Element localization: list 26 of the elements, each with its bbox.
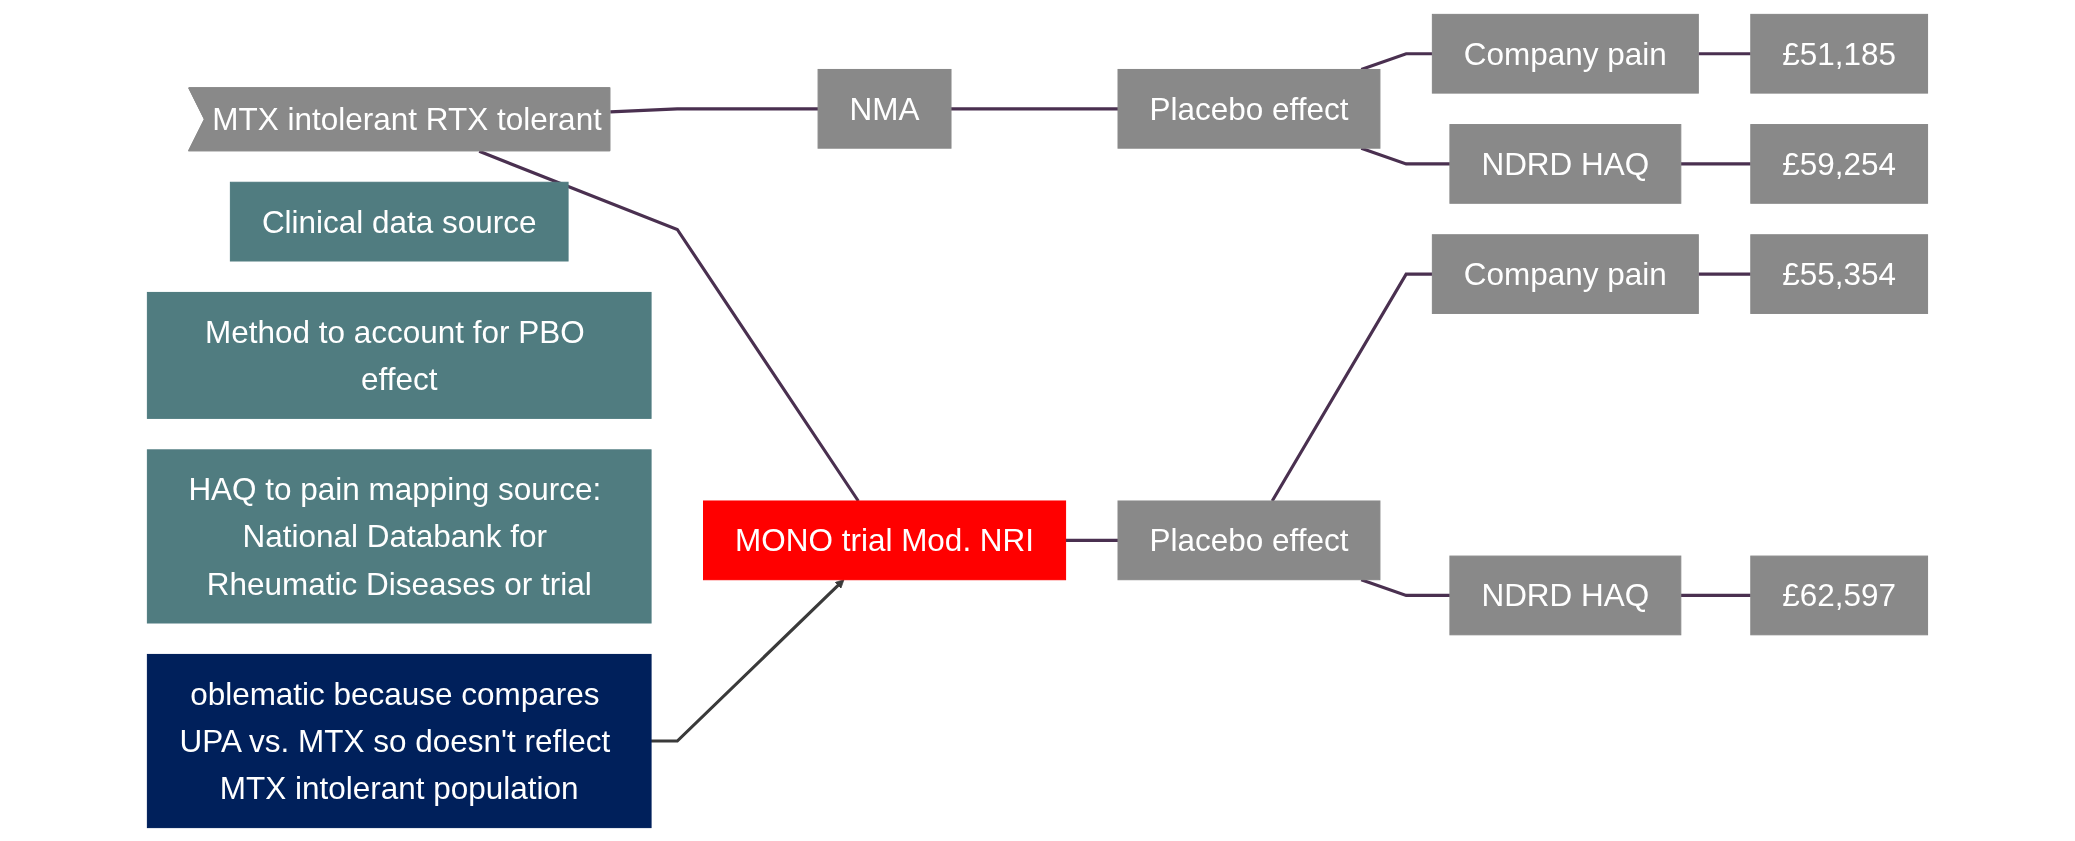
node-box: NMA [817,68,952,149]
node-box: Method to account for PBO effect [146,291,652,419]
connector [1698,272,1751,276]
node-box: HAQ to pain mapping source: National Databank for Rheumatic Diseases or trial [146,448,652,623]
node-box: NDRD HAQ [1449,123,1682,204]
connector [1270,272,1433,502]
connector [1680,593,1751,597]
connector [951,106,1119,110]
connector [1680,161,1751,165]
connector [610,106,819,113]
node-box: MONO trial Mod. NRI [703,499,1067,580]
node-box: £51,185 [1750,13,1929,94]
node-box: Company pain [1431,13,1699,94]
node-box: Placebo effect [1117,68,1381,149]
node-box: £62,597 [1750,555,1929,635]
node-box: Company pain [1431,233,1699,314]
node-box: NDRD HAQ [1449,555,1682,635]
arrow [651,578,845,743]
connector [1698,51,1751,55]
node-box: oblematic because compares UPA vs. MTX so doesn't reflect MTX intolerant population [146,653,652,828]
node-box: Placebo effect [1117,499,1381,580]
connector [1065,538,1119,542]
node-box: Clinical data source [229,181,569,261]
connector [1360,146,1450,165]
node-box: £59,254 [1750,123,1929,204]
node-box: £55,354 [1750,233,1929,314]
